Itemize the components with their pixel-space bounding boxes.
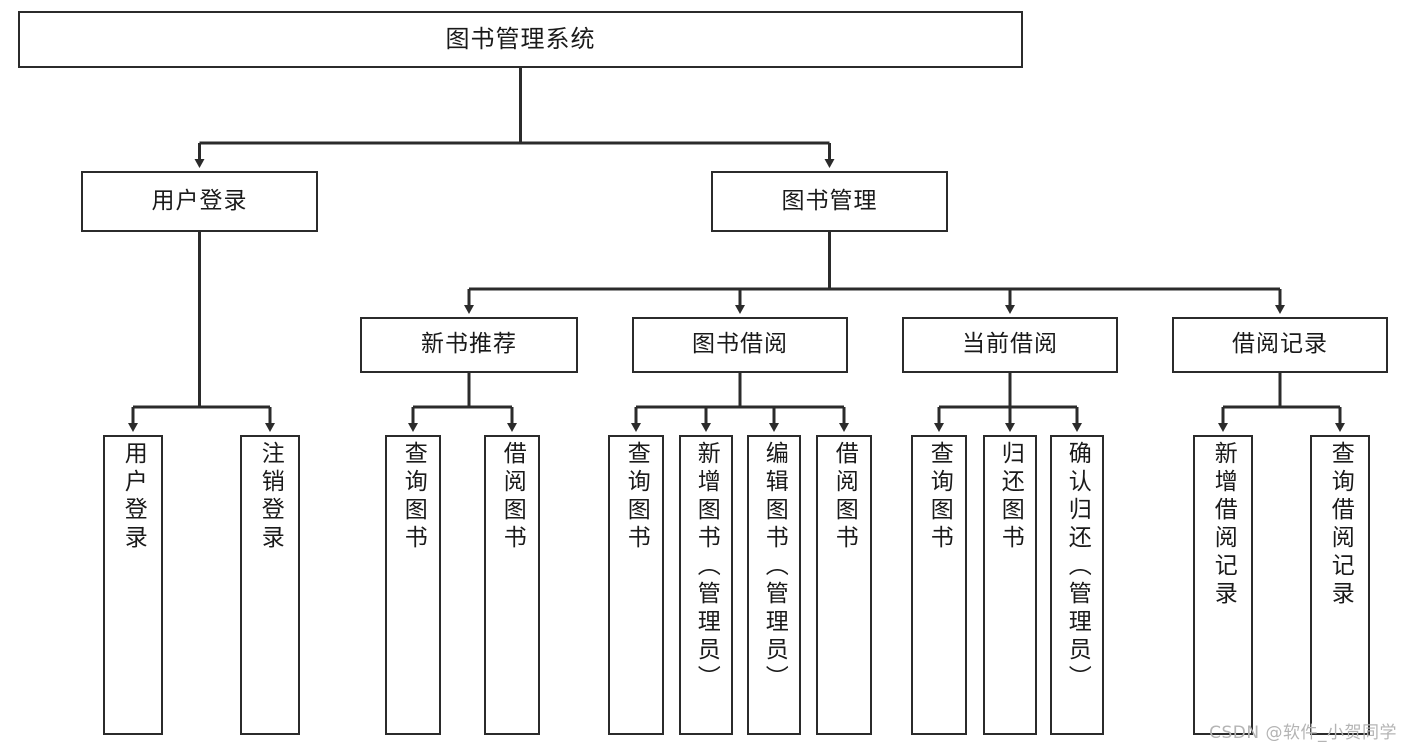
node-label: 查询图书 (623, 441, 650, 553)
node-leaf-query-book-1[interactable]: 查询图书 (385, 435, 441, 735)
node-root[interactable]: 图书管理系统 (18, 11, 1023, 68)
node-new-book-recommend[interactable]: 新书推荐 (360, 317, 578, 373)
node-leaf-add-book[interactable]: 新增图书（管理员） (679, 435, 733, 735)
node-label: 借阅图书 (499, 441, 526, 553)
node-label: 图书管理 (781, 187, 878, 214)
node-leaf-add-record[interactable]: 新增借阅记录 (1193, 435, 1253, 735)
node-borrow-record[interactable]: 借阅记录 (1172, 317, 1388, 373)
node-leaf-query-book-2[interactable]: 查询图书 (608, 435, 664, 735)
node-leaf-query-book-3[interactable]: 查询图书 (911, 435, 967, 735)
node-label: 图书管理系统 (445, 25, 596, 54)
node-label: 归还图书 (997, 441, 1024, 553)
node-leaf-confirm-return[interactable]: 确认归还（管理员） (1050, 435, 1104, 735)
node-leaf-borrow-book-1[interactable]: 借阅图书 (484, 435, 540, 735)
node-label: 新书推荐 (421, 331, 517, 358)
node-label: 新增图书（管理员） (693, 441, 720, 693)
node-label: 图书借阅 (692, 331, 788, 358)
node-label: 查询借阅记录 (1327, 441, 1354, 609)
node-label: 编辑图书（管理员） (761, 441, 788, 693)
node-label: 新增借阅记录 (1210, 441, 1237, 609)
node-book-manage[interactable]: 图书管理 (711, 171, 948, 232)
node-book-borrow[interactable]: 图书借阅 (632, 317, 848, 373)
node-leaf-return-book[interactable]: 归还图书 (983, 435, 1037, 735)
node-leaf-borrow-book-2[interactable]: 借阅图书 (816, 435, 872, 735)
node-label: 借阅图书 (831, 441, 858, 553)
node-label: 用户登录 (120, 441, 147, 553)
node-label: 用户登录 (151, 187, 248, 214)
node-leaf-logout[interactable]: 注销登录 (240, 435, 300, 735)
node-label: 查询图书 (926, 441, 953, 553)
node-leaf-user-login[interactable]: 用户登录 (103, 435, 163, 735)
node-user-login[interactable]: 用户登录 (81, 171, 318, 232)
node-current-borrow[interactable]: 当前借阅 (902, 317, 1118, 373)
node-label: 查询图书 (400, 441, 427, 553)
csdn-watermark: CSDN @软件_小贺同学 (1209, 723, 1397, 743)
node-label: 注销登录 (257, 441, 284, 553)
node-leaf-query-record[interactable]: 查询借阅记录 (1310, 435, 1370, 735)
node-leaf-edit-book[interactable]: 编辑图书（管理员） (747, 435, 801, 735)
node-label: 当前借阅 (962, 331, 1058, 358)
node-label: 确认归还（管理员） (1064, 441, 1091, 693)
node-label: 借阅记录 (1232, 331, 1328, 358)
